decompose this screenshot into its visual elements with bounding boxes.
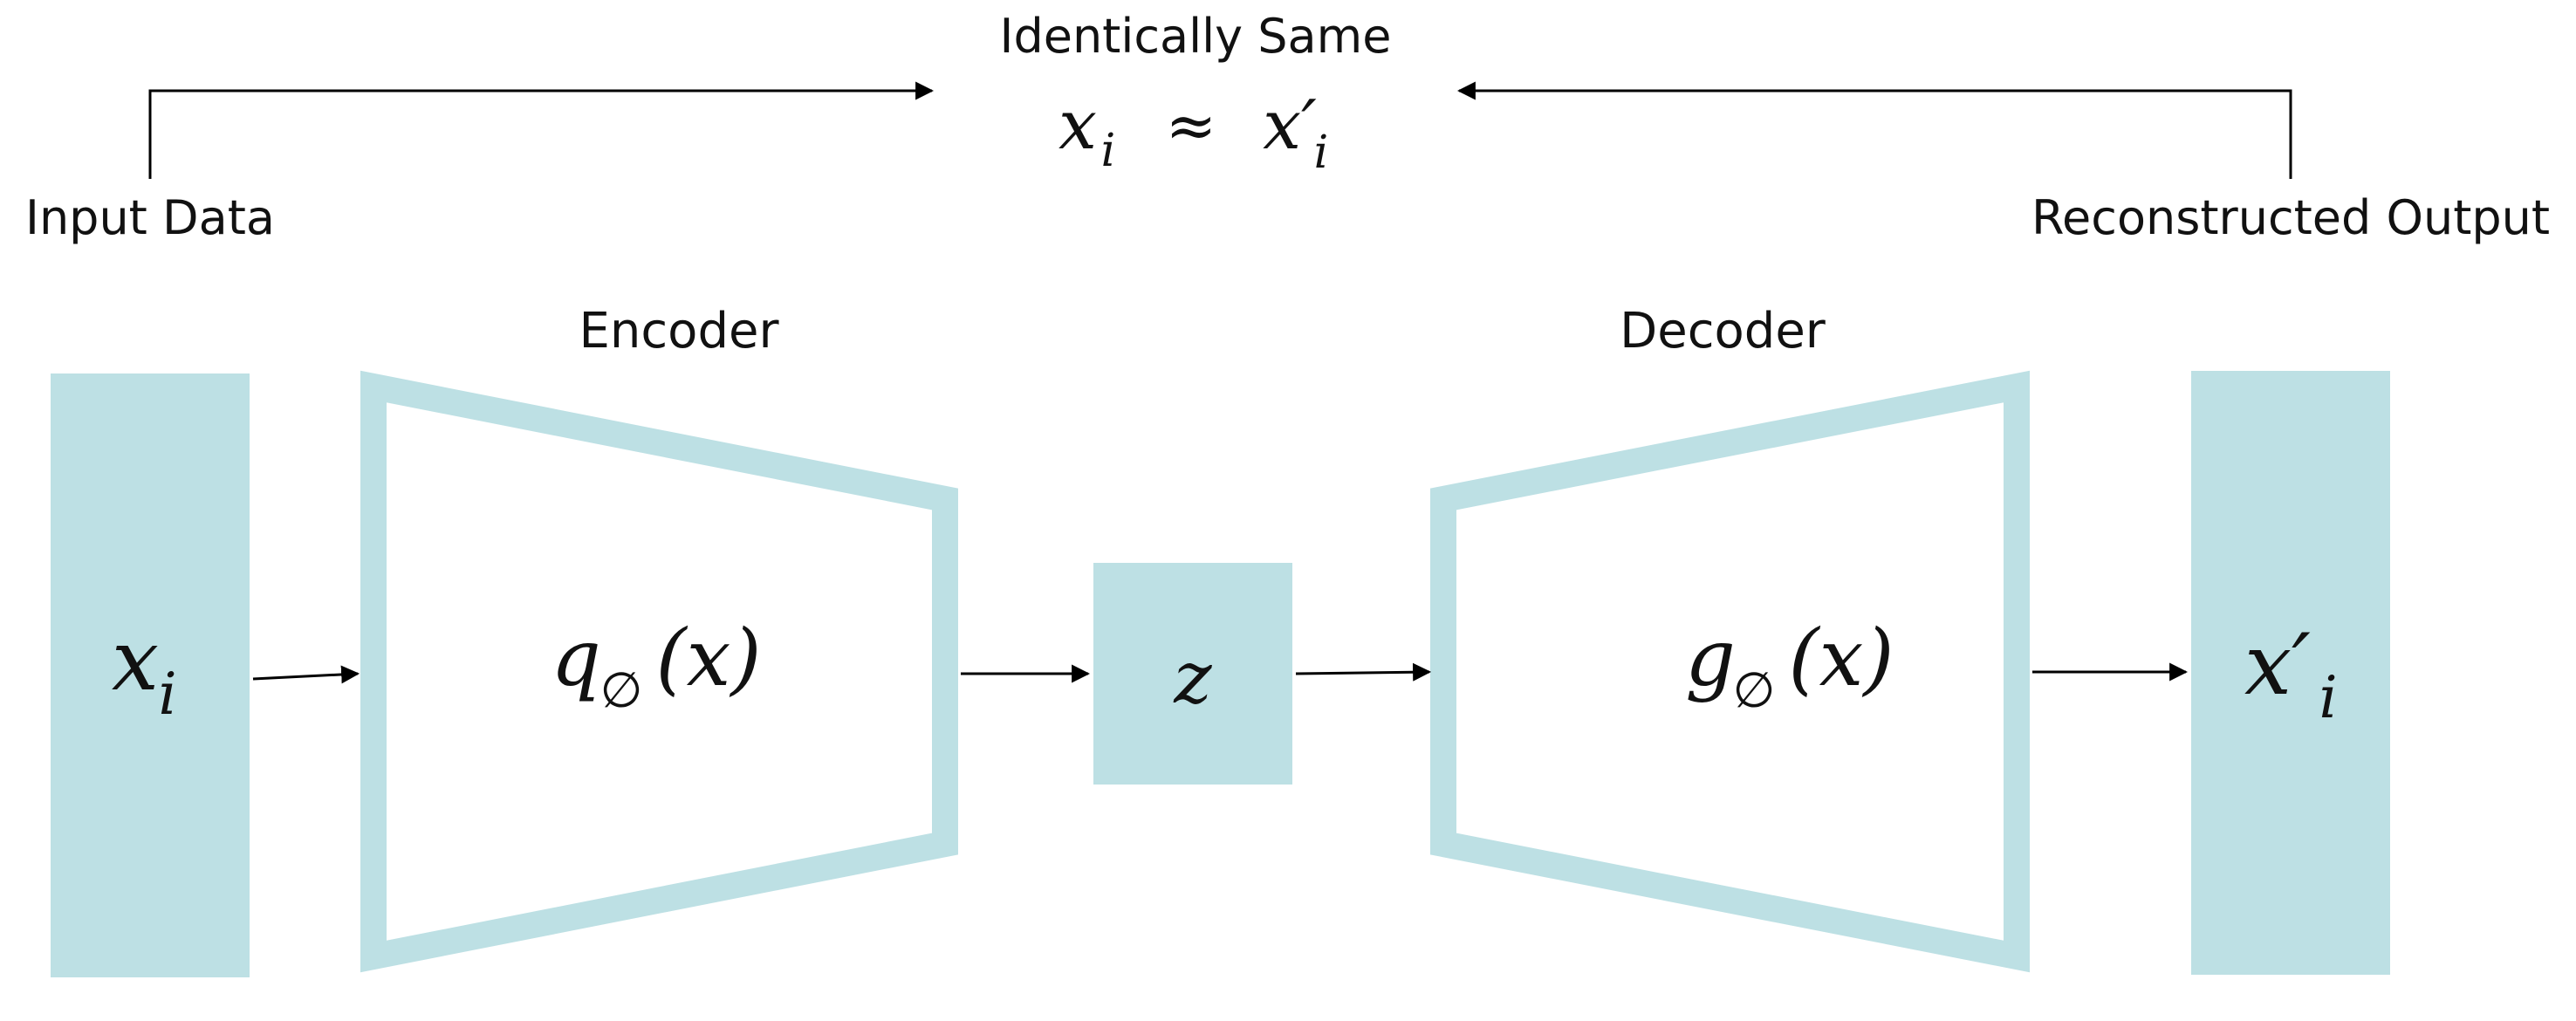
input-to-equation-arrow [148,81,935,179]
encoder-function-name: q [551,613,601,704]
input-block-sub: i [158,661,176,728]
decoder-function-sub: ∅ [1733,662,1776,719]
decoder-label: Decoder [1620,303,1826,360]
latent-block-var: z [1173,637,1212,720]
latent-block [1093,563,1292,785]
encoder-function-arg: (x) [656,613,762,704]
input-block-var: x [112,612,159,709]
decoder-function-name: g [1685,613,1736,704]
encoder-block [360,370,958,973]
output-block-sub: i [2319,664,2337,731]
output-block [2191,371,2390,975]
reconstructed-output-label: Reconstructed Output [2031,190,2550,245]
identically-same-title: Identically Same [1000,9,1392,64]
decoder-function: g ∅ (x) [1685,613,1894,719]
equation-right-sub: i [1314,127,1329,179]
equation-left-sub: i [1101,125,1116,177]
input-to-encoder-arrow [252,665,360,684]
output-block-var: x′ [2244,616,2311,714]
encoder-function-sub: ∅ [600,662,643,719]
equation-approx: ≈ [1166,90,1217,161]
equation-left-var: x [1058,86,1097,165]
latent-to-decoder-arrow [1295,662,1432,682]
encoder-label: Encoder [579,303,780,360]
input-block [51,373,250,977]
input-data-label: Input Data [25,190,275,245]
output-to-equation-arrow [1456,81,2292,179]
decoder-function-arg: (x) [1789,613,1894,704]
decoder-block [1430,370,2030,973]
equation-right-var: x′ [1263,86,1317,165]
encoder-function: q ∅ (x) [551,613,761,719]
reconstruction-equation: x i ≈ x′ i [1058,86,1328,179]
